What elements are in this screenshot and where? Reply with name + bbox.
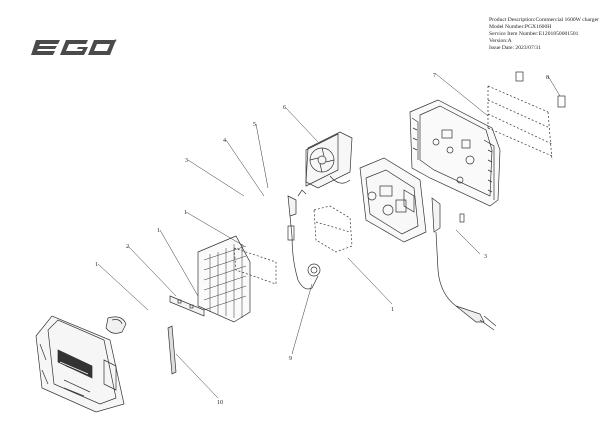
screw-set — [487, 85, 553, 161]
callout-2: 2 — [126, 244, 129, 250]
input-cord — [287, 189, 321, 290]
callout-9: 9 — [289, 356, 292, 362]
callout-4: 4 — [223, 138, 226, 144]
back-housing — [409, 99, 501, 207]
board-screws — [313, 205, 353, 253]
leader-lines — [97, 73, 561, 399]
product-info-block: Product Description:Commercial 1600W cha… — [489, 17, 599, 52]
callout-5: 5 — [253, 122, 256, 128]
ego-logo: ® — [31, 38, 117, 55]
model-number: Model Number:PGX1600H — [489, 23, 552, 30]
callout-3-a: 3 — [185, 158, 188, 164]
callout-1-b: 1 — [157, 228, 160, 234]
callout-1-c: 1 — [184, 210, 187, 216]
callout-10: 10 — [217, 400, 223, 406]
callout-7: 7 — [433, 73, 436, 79]
label-plate — [169, 295, 205, 317]
clip-pair — [515, 71, 566, 108]
handle-grip — [105, 316, 127, 334]
callout-1-a: 1 — [95, 262, 98, 268]
callout-6: 6 — [283, 105, 286, 111]
callout-8: 8 — [546, 75, 549, 81]
version: Version:A — [489, 37, 512, 44]
grille-screws — [233, 247, 277, 285]
hex-grille — [197, 235, 251, 323]
bar-strip — [167, 325, 177, 375]
callout-labels: 1 2 1 1 3 4 5 6 7 8 3 1 9 10 — [95, 73, 549, 406]
output-cord — [431, 197, 497, 331]
main-board — [359, 157, 427, 243]
issue-date: Issue Date: 2023/07/31 — [489, 44, 541, 51]
service-item-number: Service Item Number:E1201850001501 — [489, 30, 579, 37]
product-description: Product Description:Commercial 1600W cha… — [489, 17, 599, 23]
cooling-fan — [305, 131, 353, 189]
svg-text:®: ® — [114, 38, 117, 43]
callout-1-d: 1 — [391, 307, 394, 313]
front-housing — [35, 315, 125, 413]
callout-3-b: 3 — [484, 254, 487, 260]
